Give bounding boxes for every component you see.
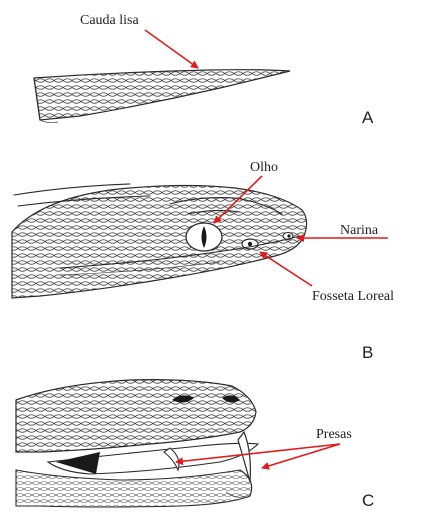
panel-a-letter: A xyxy=(362,108,374,127)
panel-c-letter: C xyxy=(362,491,374,510)
head-b-outline xyxy=(12,185,307,298)
nostril-label: Narina xyxy=(340,223,379,238)
tail-arrow xyxy=(145,30,198,68)
tail-label: Cauda lisa xyxy=(80,13,139,28)
panel-a-tail: Cauda lisa A xyxy=(34,13,374,127)
pit-label: Fosseta Loreal xyxy=(312,289,394,304)
tail-drawing xyxy=(34,70,290,120)
head-c-lower xyxy=(16,470,252,507)
head-c-upper xyxy=(16,380,256,452)
pit-arrow xyxy=(260,252,312,286)
panel-c-head: Presas C xyxy=(16,380,374,510)
panel-b-letter: B xyxy=(362,343,373,362)
fangs-label: Presas xyxy=(316,427,352,442)
eye-label: Olho xyxy=(250,160,278,175)
panel-b-head: Olho Narina Fosseta Loreal B xyxy=(12,160,394,362)
